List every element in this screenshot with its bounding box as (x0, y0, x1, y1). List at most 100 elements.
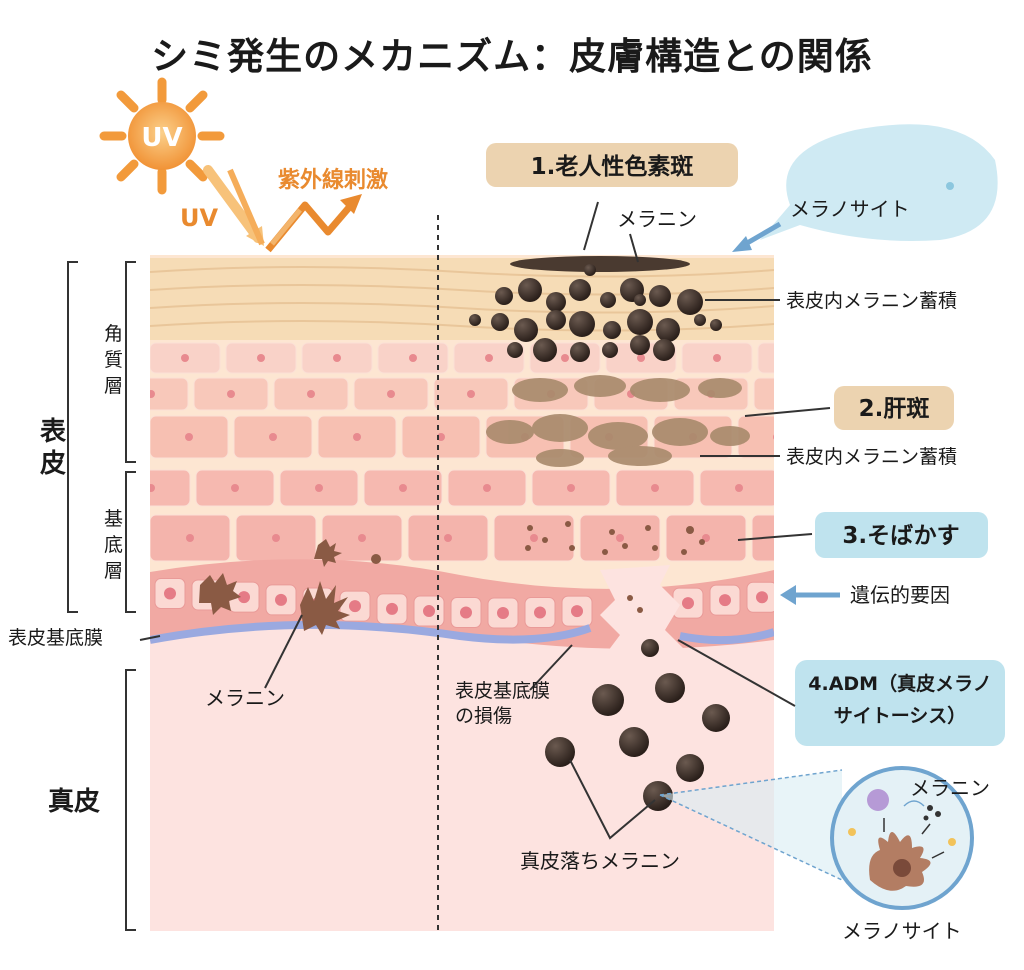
type2-detail: 表皮内メラニン蓄積 (786, 446, 957, 468)
dermal-melanin-granule (641, 639, 659, 657)
cell-nucleus (257, 354, 265, 362)
stratum-corneum-label-2: 質 (104, 349, 123, 371)
inset-melanocyte-label: メラノサイト (842, 919, 962, 943)
cell-nucleus (530, 534, 538, 542)
melanin-granule (569, 279, 591, 301)
dermis-label: 真皮 (48, 787, 100, 817)
cell-nucleus (181, 354, 189, 362)
cell-nucleus (333, 354, 341, 362)
cell-nucleus (773, 434, 774, 440)
melanin-granule (600, 292, 616, 308)
cell-nucleus (444, 534, 452, 542)
epidermis-label-1: 表 (40, 417, 67, 447)
cell-nucleus (735, 484, 743, 492)
cell-nucleus (789, 354, 797, 362)
left-melanin-label: メラニン (205, 686, 285, 710)
dermal-melanin-granule (592, 684, 624, 716)
dermal-melanin-granule (545, 737, 575, 767)
basal-layer-label-3: 層 (104, 560, 123, 582)
melanocyte-bubble-label: メラノサイト (790, 197, 910, 221)
left-melanin-leader (264, 614, 303, 689)
keratinocyte-cells (150, 342, 797, 562)
melanin-granule (603, 321, 621, 339)
basal-nucleus (349, 600, 361, 613)
keratinocyte (150, 469, 191, 507)
melanin-granule (656, 318, 680, 342)
melanin-granule (634, 294, 646, 306)
melanin-granule (630, 335, 650, 355)
type4-pill (795, 660, 1005, 746)
cell-nucleus (561, 354, 569, 362)
melanin-granule (469, 314, 481, 326)
cell-nucleus (616, 534, 624, 542)
sun-icon (99, 77, 225, 195)
basal-nucleus (238, 591, 250, 604)
melanin-granule (710, 319, 722, 331)
melanin-granule (546, 310, 566, 330)
melanin-surface-patch (510, 256, 690, 272)
cell-nucleus (185, 433, 193, 441)
senile-lentigo-melanin (469, 264, 722, 362)
melanin-granule (491, 313, 509, 331)
melanin-granule (627, 309, 653, 335)
genetic-label: 遺伝的要因 (850, 583, 950, 607)
stratum-lines (150, 266, 774, 332)
basal-nucleus (571, 605, 583, 618)
cell-nucleus (713, 354, 721, 362)
inset-melanocyte-icon (848, 789, 956, 891)
cell-nucleus (651, 484, 659, 492)
basal-nucleus (386, 602, 398, 615)
dermal-melanin-granule (702, 704, 730, 732)
keratinocyte (757, 342, 774, 374)
inset-circle (830, 766, 974, 910)
basal-nucleus (460, 606, 472, 619)
melanin-granule (507, 342, 523, 358)
uv-stimulus-label: 紫外線刺激 (278, 167, 388, 193)
bubble-dot (946, 182, 954, 190)
sun-label: UV (141, 123, 182, 153)
cell-nucleus (307, 390, 315, 398)
basal-nucleus (719, 594, 731, 607)
basal-nucleus (164, 587, 176, 600)
cell-nucleus (315, 484, 323, 492)
basal-nucleus (497, 606, 509, 619)
cell-nucleus (787, 390, 795, 398)
basal-nucleus (682, 597, 694, 610)
type1-pill (486, 143, 738, 187)
stratum-corneum-label-1: 角 (104, 323, 123, 345)
melanin-granule (694, 314, 706, 326)
type1-leaders (583, 201, 780, 301)
membrane-damage-label-2: の損傷 (455, 705, 512, 727)
type4-label: 4.ADM（真皮メラノサイトーシス） (808, 673, 992, 727)
cell-nucleus (567, 484, 575, 492)
type3-label: 3.そばかす (842, 523, 959, 549)
melanin-granule (570, 342, 590, 362)
basal-nucleus (423, 605, 435, 618)
type1-detail: 表皮内メラニン蓄積 (786, 290, 957, 312)
epidermis-label-2: 皮 (40, 449, 66, 479)
type4-leader (677, 639, 796, 707)
cell-nucleus (150, 390, 155, 398)
melanin-granule (533, 338, 557, 362)
dermal-melanin-granule (676, 754, 704, 782)
cell-nucleus (186, 534, 194, 542)
cell-nucleus (269, 433, 277, 441)
cell-nucleus (399, 484, 407, 492)
dermal-leaders (529, 644, 656, 840)
keratinocyte (150, 377, 189, 411)
melanin-granule (518, 278, 542, 302)
basal-nucleus (275, 593, 287, 606)
bubble-arrow-head (732, 236, 752, 252)
melanin-granule (546, 292, 566, 312)
melanin-granule (495, 287, 513, 305)
cell-nucleus (483, 484, 491, 492)
melasma-blotches (486, 375, 750, 467)
cell-nucleus (150, 484, 155, 492)
melanin-granule (569, 311, 595, 337)
melanin-granule (514, 318, 538, 342)
cell-nucleus (637, 354, 645, 362)
basement-membrane-left (150, 620, 592, 644)
freckle-dots (525, 521, 705, 613)
uv-arrows (203, 165, 362, 253)
